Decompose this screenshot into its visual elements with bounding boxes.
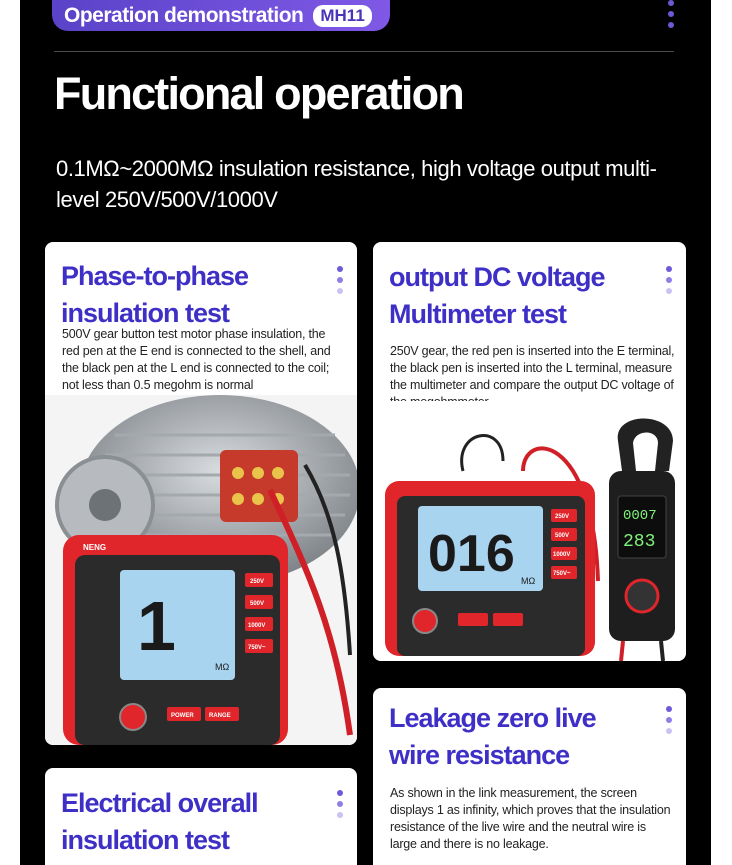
multimeter-test-photo: 016 MΩ 250V 500V 1000V 750V~ 0007 283 [373, 401, 686, 661]
insulation-tester: 1 MΩ NENG 250V 500V 1000V 750V~ POWER RA… [63, 535, 288, 745]
insulation-tester: 016 MΩ 250V 500V 1000V 750V~ [385, 481, 595, 656]
card-electrical-overall: Electrical overall insulation test [45, 768, 357, 865]
dots-icon [668, 0, 674, 28]
meter-b-reading: 016 [428, 525, 515, 583]
operation-banner: Operation demonstration MH11 [52, 0, 390, 31]
svg-text:250V: 250V [555, 514, 569, 520]
product-page: Operation demonstration MH11 Functional … [20, 0, 711, 865]
terminal-box [220, 450, 298, 522]
svg-text:500V: 500V [555, 533, 569, 539]
svg-text:1000V: 1000V [248, 623, 265, 629]
device-brand: NENG [83, 543, 106, 552]
card-description: As shown in the link measurement, the sc… [390, 786, 671, 851]
clamp-bottom-reading: 283 [623, 532, 655, 552]
dots-icon [337, 266, 343, 294]
card-title: Leakage zero live wire resistance [389, 703, 597, 770]
card-title: Phase-to-phase insulation test [61, 261, 249, 328]
dots-icon [337, 790, 343, 818]
meter-a-unit: MΩ [215, 662, 229, 672]
page-subtitle: 0.1MΩ~2000MΩ insulation resistance, high… [56, 156, 657, 212]
svg-text:750V~: 750V~ [553, 571, 571, 577]
svg-text:1000V: 1000V [553, 552, 570, 558]
page-title: Functional operation [54, 68, 465, 119]
card-dc-voltage: output DC voltage Multimeter test 250V g… [373, 242, 686, 661]
card-phase-insulation: Phase-to-phase insulation test 500V gear… [45, 242, 357, 745]
card-title: Electrical overall insulation test [61, 788, 259, 855]
dots-icon [666, 266, 672, 294]
divider [54, 51, 674, 52]
svg-text:750V~: 750V~ [248, 645, 266, 651]
motor-test-photo: 1 MΩ NENG 250V 500V 1000V 750V~ POWER RA… [45, 395, 357, 745]
dots-icon [666, 706, 672, 734]
clamp-meter: 0007 283 [609, 418, 675, 661]
svg-text:250V: 250V [250, 579, 264, 585]
clamp-top-reading: 0007 [623, 508, 657, 524]
svg-text:RANGE: RANGE [209, 713, 231, 719]
card-title: output DC voltage Multimeter test [389, 262, 605, 329]
card-description: 500V gear button test motor phase insula… [62, 327, 331, 392]
model-badge: MH11 [313, 4, 372, 27]
banner-label: Operation demonstration [64, 3, 304, 27]
meter-a-reading: 1 [137, 587, 176, 665]
meter-b-unit: MΩ [521, 576, 535, 586]
svg-text:POWER: POWER [171, 713, 194, 719]
svg-text:500V: 500V [250, 601, 264, 607]
card-leakage: Leakage zero live wire resistance As sho… [373, 688, 686, 865]
